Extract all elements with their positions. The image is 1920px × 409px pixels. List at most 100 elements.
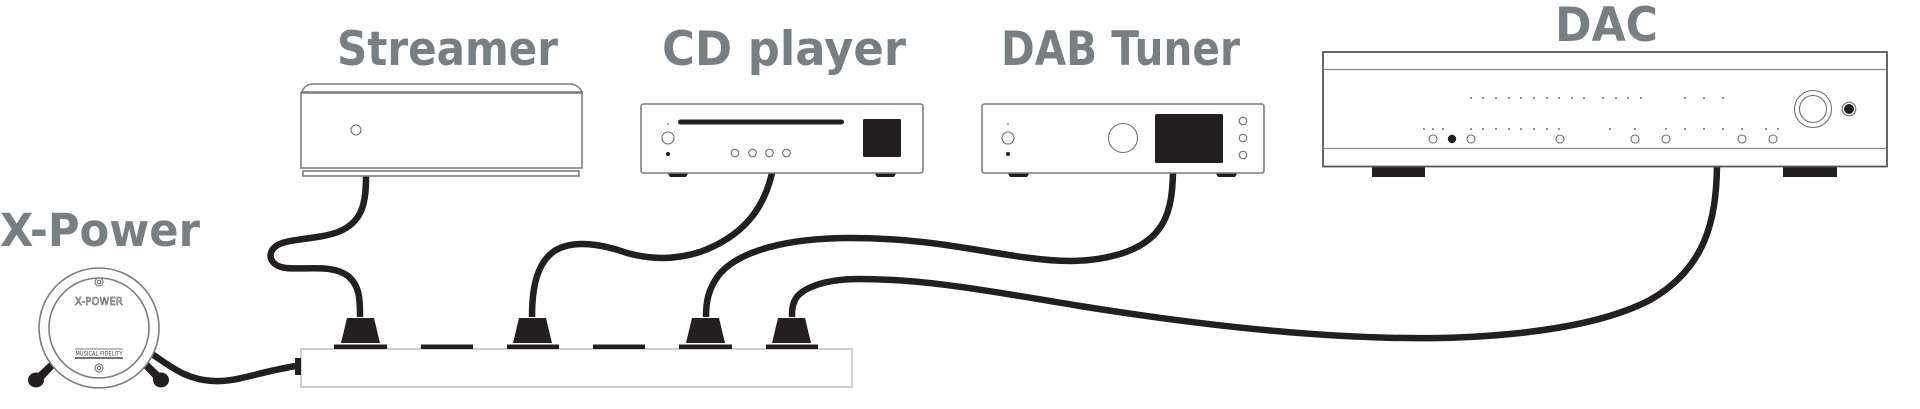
power-strip-socket-1	[334, 344, 387, 349]
dac-volume-knob-inner	[1798, 94, 1828, 124]
power-strip-socket-6	[766, 344, 818, 349]
dac-indicator-dot	[1533, 128, 1535, 130]
dac-indicator-dot	[1777, 128, 1779, 130]
dac-indicator-dot	[1558, 97, 1560, 99]
xpower-brand-text: X-POWER	[75, 295, 123, 308]
dac-indicator-dot	[1470, 128, 1472, 130]
dac-indicator-dot	[1546, 97, 1548, 99]
dab-tuner-display	[1155, 114, 1223, 163]
dac-indicator-dot	[1482, 128, 1484, 130]
dab-tuner-indicator-dot	[1007, 123, 1009, 125]
dac-indicator-dot	[1665, 128, 1667, 130]
dac-headphone-jack	[1844, 104, 1854, 114]
dac-input-button	[1768, 134, 1778, 144]
dac-indicator-dot	[1508, 97, 1510, 99]
cd-player-transport-button	[748, 148, 757, 158]
dac-indicator-dot	[1684, 97, 1686, 99]
cd-player-power-cable	[528, 172, 776, 318]
cd-player-indicator-dot	[667, 123, 669, 125]
streamer-power-button	[350, 124, 362, 136]
xpower-title: X-Power	[0, 204, 201, 257]
dac-indicator-row-top	[1470, 97, 1724, 99]
cd-player-power-button	[661, 131, 675, 145]
dac-indicator-dot	[1722, 97, 1724, 99]
dac-indicator-dot	[1571, 97, 1573, 99]
streamer-title: Streamer	[337, 22, 559, 77]
dac-indicator-dot	[1508, 128, 1510, 130]
streamer-plinth	[302, 170, 580, 177]
dac-indicator-dot	[1533, 97, 1535, 99]
dab-tuner-power-button	[1001, 131, 1015, 145]
streamer-top-cover	[300, 83, 584, 93]
dac-input-button	[1555, 134, 1565, 144]
dab-tuner-plug	[686, 318, 725, 343]
dac-input-button	[1630, 134, 1640, 144]
power-strip-socket-4	[593, 344, 645, 349]
dac-indicator-dot	[1583, 97, 1585, 99]
dac-title: DAC	[1555, 0, 1658, 53]
dac-indicator-dot	[1640, 97, 1642, 99]
xpower-output-cable	[150, 351, 297, 385]
dac-indicator-dot	[1627, 97, 1629, 99]
dac-indicator-dot	[1432, 128, 1434, 130]
dab-tuner-title: DAB Tuner	[1001, 22, 1241, 77]
dac-indicator-dot	[1495, 128, 1497, 130]
dab-tuner-side-button	[1238, 116, 1248, 126]
dac-indicator-dot	[1765, 128, 1767, 130]
cd-player-transport-button	[782, 148, 791, 158]
dac-input-button	[1428, 134, 1438, 144]
dac-foot-right	[1783, 167, 1837, 177]
dac-power-led	[1447, 134, 1457, 144]
dac-indicator-dot	[1546, 128, 1548, 130]
streamer-power-cable	[267, 175, 370, 318]
dab-tuner-side-button	[1238, 150, 1248, 160]
power-strip-body	[300, 348, 853, 388]
cd-player-disc-slot	[678, 119, 844, 125]
dac-foot-left	[1372, 167, 1425, 177]
dab-tuner-power-cable	[702, 172, 1177, 318]
dac-power-cable	[788, 166, 1721, 342]
dab-tuner-side-button	[1238, 133, 1248, 143]
dac	[1322, 51, 1888, 177]
cd-player-transport-button	[765, 148, 774, 158]
dac-indicator-dot	[1558, 128, 1560, 130]
dab-tuner-tuning-knob	[1107, 122, 1139, 154]
cd-player-display	[863, 119, 901, 157]
power-strip	[295, 318, 853, 388]
dac-input-button	[1661, 134, 1671, 144]
dac-input-button	[1737, 134, 1747, 144]
dab-tuner	[981, 103, 1265, 177]
dac-indicator-dot	[1741, 128, 1743, 130]
dac-indicator-dot	[1722, 128, 1724, 130]
dac-indicator-row-bottom	[1423, 128, 1779, 130]
cd-player-remote-sensor	[666, 152, 670, 156]
dac-indicator-dot	[1684, 128, 1686, 130]
dac-indicator-dot	[1615, 97, 1617, 99]
dac-indicator-dot	[1634, 128, 1636, 130]
xpower-foot-right	[153, 372, 169, 388]
dac-indicator-dot	[1703, 97, 1705, 99]
power-strip-inlet-connector	[295, 358, 301, 375]
cd-player-transport-button	[730, 148, 740, 158]
dac-indicator-dot	[1609, 128, 1611, 130]
dac-indicator-dot	[1423, 128, 1425, 130]
dac-input-button	[1466, 134, 1476, 144]
power-strip-socket-3	[507, 344, 559, 349]
xpower-top-screw-center	[96, 279, 102, 285]
dac-indicator-dot	[1442, 128, 1444, 130]
xpower-foot-left	[28, 372, 44, 388]
dac-indicator-dot	[1703, 128, 1705, 130]
xpower-front-face	[48, 277, 150, 379]
power-strip-socket-2	[421, 344, 473, 349]
xpower-bottom-screw-center	[96, 365, 102, 371]
streamer-body	[300, 92, 583, 169]
dac-indicator-dot	[1495, 97, 1497, 99]
cd-player	[640, 103, 924, 177]
xpower-unit: X-POWER MUSICAL FIDELITY	[28, 267, 169, 389]
dac-indicator-dot	[1520, 128, 1522, 130]
xpower-maker-text: MUSICAL FIDELITY	[76, 351, 123, 358]
dab-tuner-remote-sensor	[1006, 152, 1010, 156]
dac-indicator-dot	[1482, 97, 1484, 99]
streamer-plug	[341, 318, 380, 343]
